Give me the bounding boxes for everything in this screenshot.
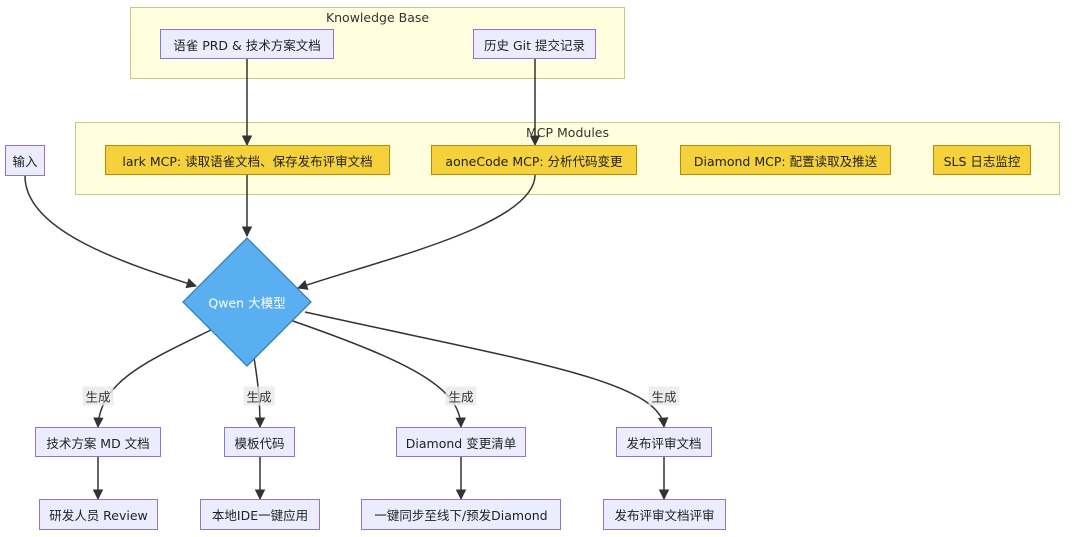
edge-qwen-to-release — [304, 311, 669, 429]
qwen-diamond-shape — [182, 237, 312, 367]
edge-label-generate: 生成 — [82, 386, 114, 406]
edge-input-to-qwen — [24, 175, 198, 289]
edge-qwen-to-techmd — [93, 327, 216, 429]
template-code-node: 模板代码 — [224, 427, 295, 457]
mcp-modules-title: MCP Modules — [526, 125, 609, 140]
edge-label-generate: 生成 — [648, 386, 680, 406]
diamond-mcp-node: Diamond MCP: 配置读取及推送 — [680, 145, 891, 175]
aonecode-mcp-node: aoneCode MCP: 分析代码变更 — [431, 145, 637, 175]
sls-node: SLS 日志监控 — [933, 145, 1031, 175]
git-history-node: 历史 Git 提交记录 — [473, 29, 596, 59]
release-review-node: 发布评审文档评审 — [603, 499, 726, 530]
edge-label-generate: 生成 — [445, 386, 477, 406]
input-node: 输入 — [5, 145, 45, 176]
edge-aonecode-to-qwen — [297, 174, 536, 290]
edge-qwen-to-diamond — [289, 319, 466, 429]
yuque-doc-node: 语雀 PRD & 技术方案文档 — [160, 29, 334, 59]
sync-diamond-node: 一键同步至线下/预发Diamond — [361, 499, 561, 530]
local-ide-node: 本地IDE一键应用 — [200, 499, 320, 530]
tech-md-node: 技术方案 MD 文档 — [35, 427, 161, 457]
lark-mcp-node: lark MCP: 读取语雀文档、保存发布评审文档 — [105, 145, 390, 175]
dev-review-node: 研发人员 Review — [39, 499, 158, 530]
release-doc-node: 发布评审文档 — [616, 427, 712, 457]
edge-label-generate: 生成 — [243, 386, 275, 406]
diamond-changes-node: Diamond 变更清单 — [396, 427, 526, 457]
knowledge-base-title: Knowledge Base — [325, 10, 430, 25]
qwen-model-label: Qwen 大模型 — [208, 295, 286, 311]
